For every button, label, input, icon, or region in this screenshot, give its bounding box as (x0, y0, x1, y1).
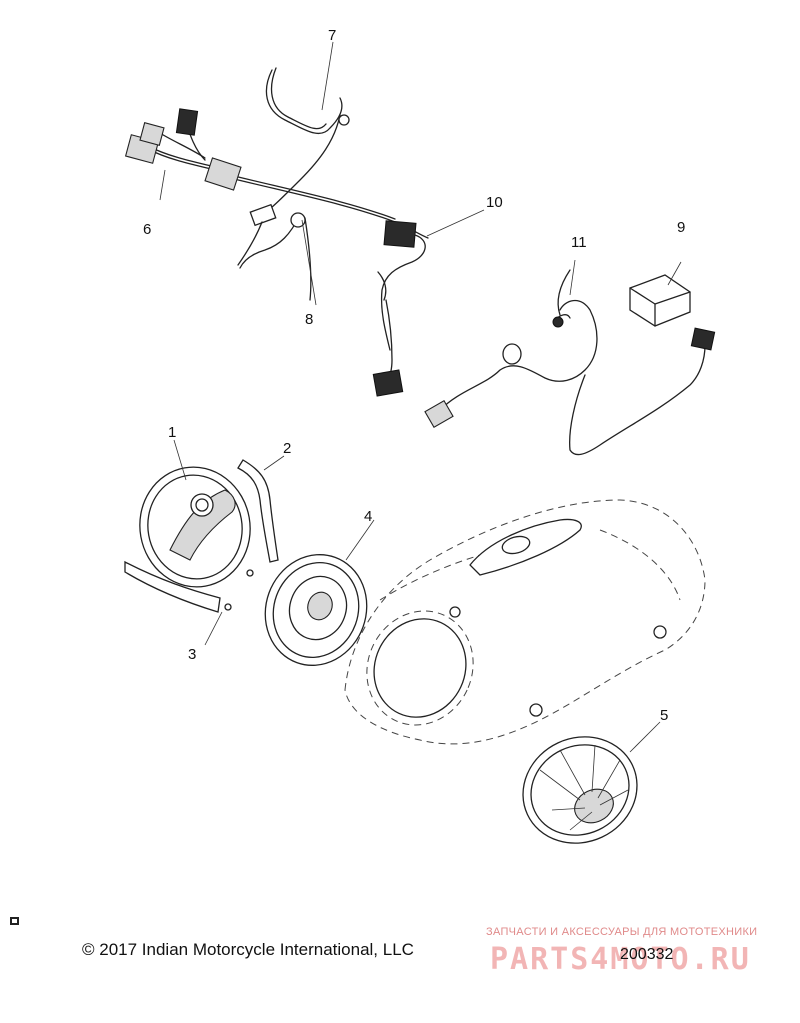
callout-11: 11 (571, 234, 587, 251)
callout-1: 1 (168, 424, 176, 441)
speaker (264, 519, 375, 666)
callout-10: 10 (486, 194, 503, 211)
watermark-tagline: ЗАПЧАСТИ И АКСЕССУАРЫ ДЛЯ МОТОТЕХНИКИ (486, 926, 758, 938)
callout-9: 9 (677, 219, 685, 236)
corner-mark-icon (10, 917, 19, 925)
callout-4: 4 (364, 508, 372, 525)
wiring-harness-amp (424, 259, 716, 456)
callout-7: 7 (328, 27, 336, 44)
saddlebag-lid (344, 499, 706, 745)
copyright-text: © 2017 Indian Motorcycle International, … (82, 940, 414, 959)
watermark: ЗАПЧАСТИ И АКСЕССУАРЫ ДЛЯ МОТОТЕХНИКИ PA… (486, 926, 786, 986)
callout-6: 6 (143, 221, 151, 238)
callout-2: 2 (283, 440, 291, 457)
speaker-basket (522, 721, 661, 844)
callout-3: 3 (188, 646, 196, 663)
wiring-harness-main (124, 41, 485, 397)
callout-8: 8 (305, 311, 313, 328)
watermark-logo: PARTS4MOTO.RU (490, 942, 751, 977)
drawing-number: 200332 (620, 946, 674, 963)
callout-5: 5 (660, 707, 668, 724)
speaker-lid-assembly (124, 439, 285, 646)
